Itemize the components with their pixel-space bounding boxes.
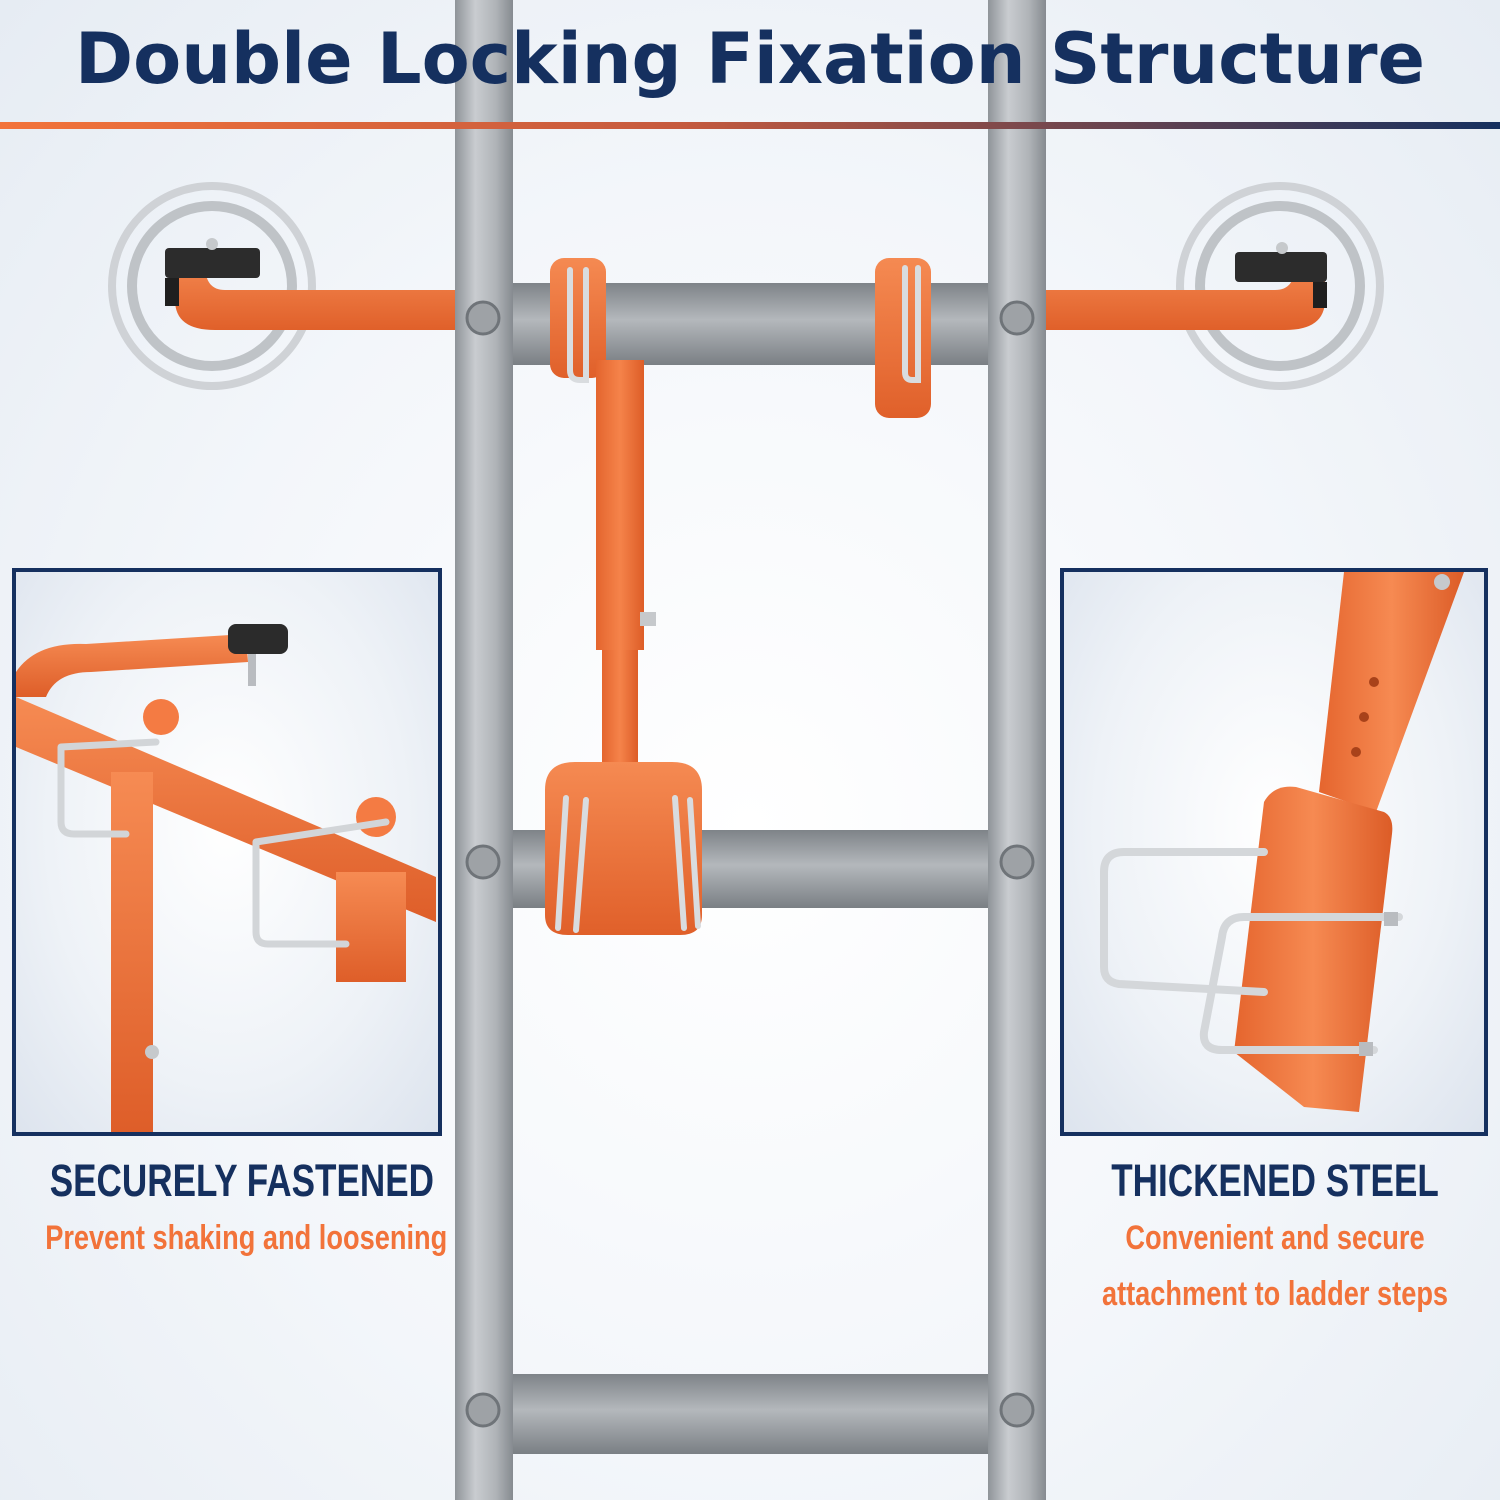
feature-description: attachment to ladder steps (1101, 1275, 1449, 1313)
steel-detail-illustration (1100, 572, 1464, 1112)
support-post (596, 360, 644, 650)
mounting-plate (550, 258, 606, 378)
page-title: Double Locking Fixation Structure (75, 18, 1425, 100)
support-post-inner (602, 650, 638, 770)
feature-heading: SECURELY FASTENED (49, 1155, 434, 1206)
ladder-rail-right (988, 0, 1046, 1500)
feature-caption-steel: THICKENED STEEL Convenient and secure at… (1050, 1152, 1500, 1322)
ladder-rung (513, 1374, 988, 1454)
bolt (640, 612, 656, 626)
highlight-ring-left (108, 182, 316, 390)
highlight-ring-right (1176, 182, 1384, 390)
rubber-pad-left (165, 238, 260, 306)
fastening-detail-illustration (16, 624, 436, 1132)
feature-description: Convenient and secure (1125, 1219, 1425, 1257)
title-divider (0, 122, 1500, 129)
feature-heading: THICKENED STEEL (1111, 1155, 1439, 1206)
detail-panel-fastened (12, 568, 442, 1136)
feature-caption-fastened: SECURELY FASTENED Prevent shaking and lo… (0, 1152, 452, 1266)
rubber-pad-right (1235, 242, 1327, 308)
ladder-rail-left (455, 0, 513, 1500)
stabilizer-arm-left (175, 255, 455, 330)
u-bolt (555, 265, 921, 933)
stabilizer-arm-right (1046, 255, 1325, 330)
rivets (465, 300, 1035, 1428)
detail-panel-steel (1060, 568, 1488, 1136)
feature-description: Prevent shaking and loosening (45, 1219, 448, 1257)
